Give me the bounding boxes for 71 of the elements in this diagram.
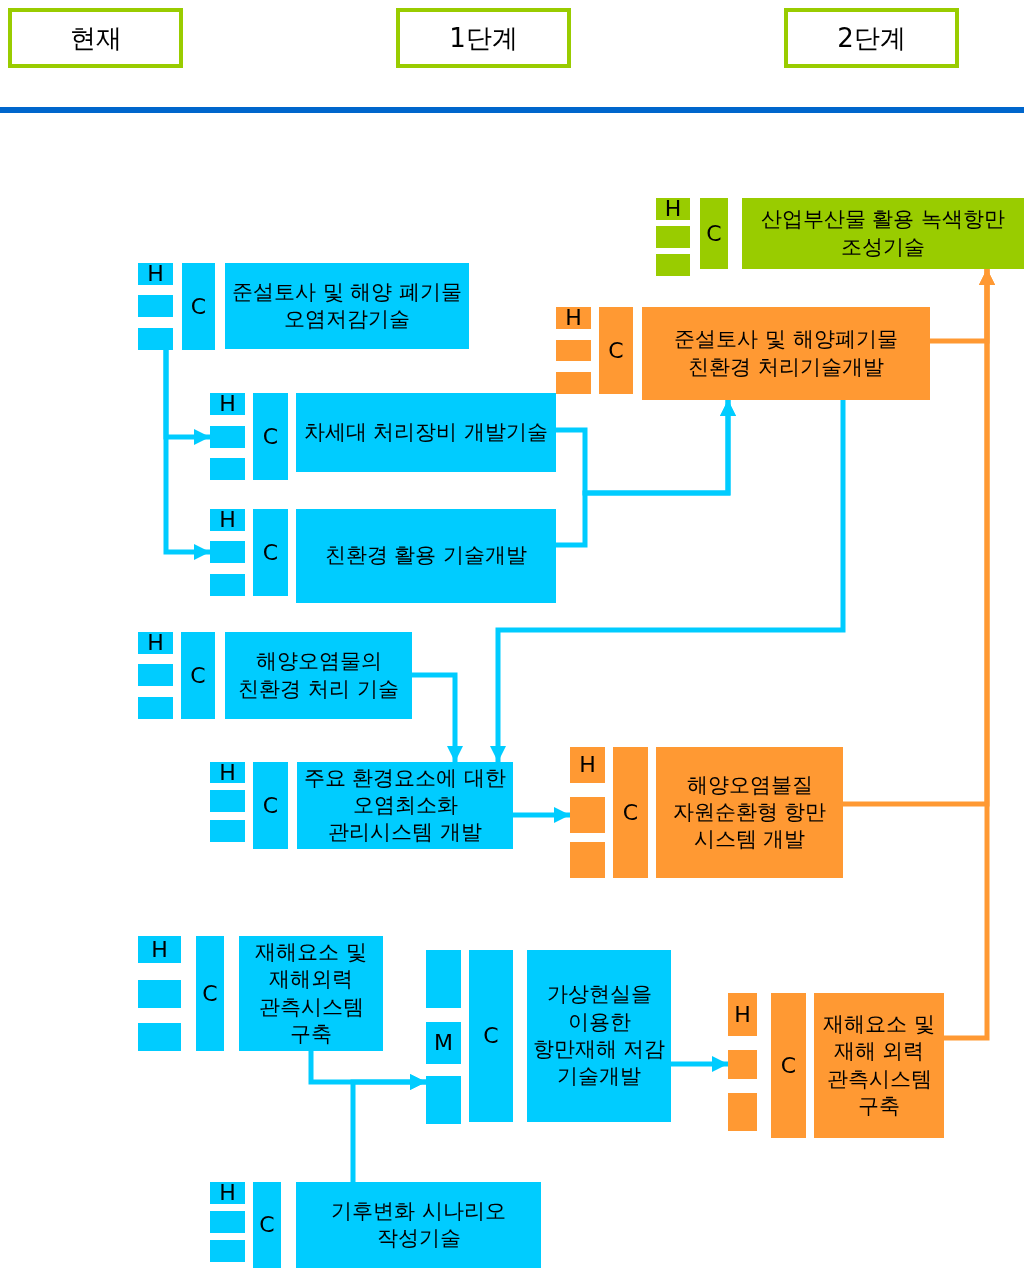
empty-square [728, 1050, 757, 1079]
category-bar: C [182, 263, 215, 350]
category-bar: C [181, 632, 215, 719]
level-tag: H [138, 936, 181, 963]
empty-square [570, 842, 605, 878]
empty-square [210, 426, 245, 448]
level-tag: H [138, 263, 173, 285]
task-box: 산업부산물 활용 녹색항만 조성기술 [742, 198, 1024, 269]
category-bar: C [469, 950, 513, 1122]
arrow [490, 400, 846, 762]
category-bar: C [599, 307, 633, 394]
task-box: 준설토사 및 해양 폐기물 오염저감기술 [225, 263, 469, 349]
arrow [944, 269, 995, 1041]
empty-square [656, 254, 690, 276]
arrow [513, 807, 570, 823]
empty-square [728, 1093, 757, 1131]
task-box: 해양오염불질 자원순환형 항만 시스템 개발 [656, 747, 843, 878]
task-box: 준설토사 및 해양폐기물 친환경 처리기술개발 [642, 307, 930, 400]
level-tag: H [210, 509, 245, 531]
task-box: 주요 환경요소에 대한 오염최소화 관리시스템 개발 [297, 762, 513, 849]
task-box: 기후변화 시나리오 작성기술 [296, 1182, 541, 1268]
category-bar: C [700, 198, 728, 269]
task-box: 재해요소 및 재해 외력 관측시스템 구축 [814, 993, 944, 1138]
empty-square [556, 372, 591, 394]
task-box: 재해요소 및 재해외력 관측시스템 구축 [239, 936, 383, 1051]
level-tag: H [210, 393, 245, 415]
category-bar: C [253, 762, 288, 849]
empty-square [210, 458, 245, 480]
category-bar: C [613, 747, 648, 878]
empty-square [556, 340, 591, 361]
empty-square [138, 664, 173, 686]
level-tag: H [210, 1182, 245, 1204]
category-bar: C [253, 509, 288, 596]
empty-square [138, 980, 181, 1008]
arrow [412, 672, 463, 762]
level-tag: H [138, 632, 173, 654]
level-tag: H [570, 747, 605, 783]
category-bar: C [253, 1182, 281, 1268]
level-tag: H [728, 993, 757, 1036]
stage-label: 현재 [8, 8, 183, 68]
empty-square [426, 1076, 461, 1124]
empty-square [138, 328, 173, 350]
task-box: 친환경 활용 기술개발 [296, 509, 556, 603]
level-tag: M [426, 1022, 461, 1064]
empty-square [656, 226, 690, 248]
task-box: 가상현실을 이용한 항만재해 저감 기술개발 [527, 950, 671, 1122]
empty-square [570, 797, 605, 833]
level-tag: H [656, 198, 690, 220]
empty-square [210, 541, 245, 563]
level-tag: H [210, 762, 245, 783]
empty-square [138, 697, 173, 719]
empty-square [210, 574, 245, 596]
empty-square [138, 295, 173, 317]
task-box: 해양오염물의 친환경 처리 기술 [225, 632, 412, 719]
category-bar: C [771, 993, 806, 1138]
empty-square [210, 790, 245, 812]
empty-square [210, 820, 245, 842]
arrow [556, 400, 736, 548]
empty-square [426, 950, 461, 1008]
empty-square [138, 1023, 181, 1051]
stage-label: 1단계 [396, 8, 571, 68]
category-bar: C [253, 393, 288, 480]
arrow [671, 1056, 728, 1072]
arrow [163, 350, 210, 560]
task-box: 차세대 처리장비 개발기술 [296, 393, 556, 472]
stage-label: 2단계 [784, 8, 959, 68]
level-tag: H [556, 307, 591, 329]
category-bar: C [196, 936, 224, 1051]
empty-square [210, 1240, 245, 1262]
empty-square [210, 1211, 245, 1233]
arrow [350, 1074, 426, 1182]
